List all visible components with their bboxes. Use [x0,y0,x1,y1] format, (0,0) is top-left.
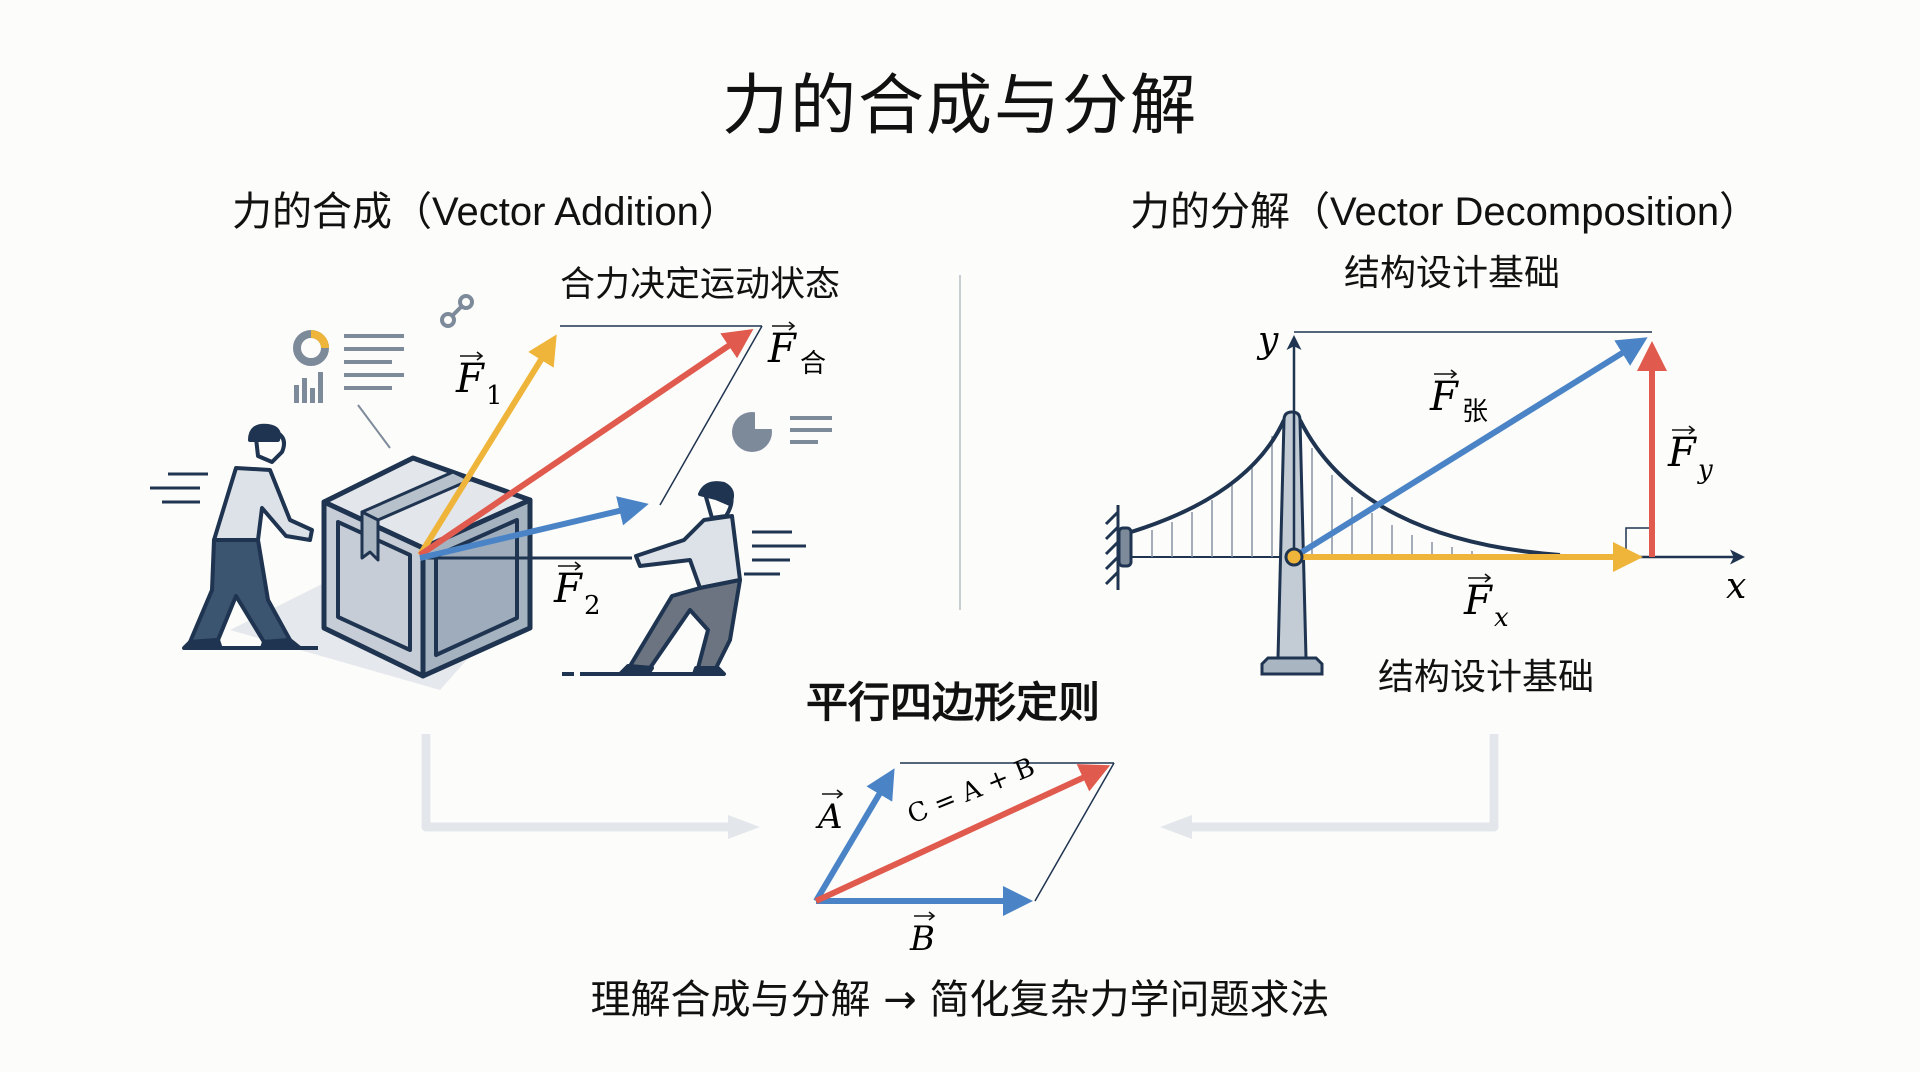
right-panel-subtitle-bottom: 结构设计基础 [1378,657,1595,698]
flow-arrow-left [421,734,760,839]
person-pulling [618,481,742,676]
vector-addition-illustration [150,294,832,690]
label-f2: F 2 [553,566,601,621]
right-panel-subtitle-top: 结构设计基础 [1344,253,1561,294]
svg-text:F: F [455,356,485,402]
y-axis-label: y [1256,320,1279,361]
svg-text:张: 张 [1462,397,1488,427]
center-panel-heading: 平行四边形定则 [806,678,1101,727]
right-angle-marker [1625,527,1652,557]
svg-text:F: F [767,326,797,372]
vector-decomposition-illustration [1104,331,1745,676]
force-f2-arrow [419,496,649,561]
flow-arrow-right [1160,734,1499,839]
svg-text:F: F [1667,430,1697,476]
svg-text:x: x [1494,603,1509,633]
report-chart-icon [293,330,404,449]
label-f-tension: F 张 [1429,374,1488,427]
vector-overbars [460,321,1696,921]
label-vector-a: A [815,797,843,837]
link-icon [440,294,474,328]
motion-lines-right [744,530,806,576]
label-vector-b: B [909,919,935,959]
svg-text:y: y [1697,455,1713,485]
label-fx: F x [1463,578,1509,633]
svg-text:合: 合 [800,349,826,379]
left-panel-heading: 力的合成（Vector Addition） [232,190,739,234]
label-f1: F 1 [455,356,503,411]
left-panel-subtitle: 合力决定运动状态 [560,265,841,305]
bottom-summary: 理解合成与分解 → 简化复杂力学问题求法 [590,977,1330,1023]
x-axis-label: x [1726,566,1746,607]
main-cable-right [1298,419,1561,557]
svg-text:1: 1 [486,381,503,411]
svg-text:2: 2 [584,591,601,621]
wall-anchor [1104,505,1133,590]
tension-force-arrow [1292,337,1648,560]
page-title: 力的合成与分解 [722,67,1198,144]
bridge-hangers [1151,436,1473,557]
joint-node [1284,547,1304,567]
svg-text:F: F [1463,578,1493,624]
right-panel-heading: 力的分解（Vector Decomposition） [1130,190,1760,234]
label-fy: F y [1667,430,1713,485]
vector-c-arrow [814,764,1111,904]
box [321,455,533,679]
pie-chart-icon [732,412,832,452]
svg-text:F: F [1429,374,1459,420]
label-f-resultant: F 合 [767,326,826,379]
parallelogram-rule-diagram [813,762,1115,916]
force-f1-arrow [417,334,557,557]
resultant-force-arrow [418,328,754,558]
person-pushing [182,423,314,650]
motion-lines-left [150,472,208,504]
label-equation: C = A + B [903,752,1039,830]
svg-text:F: F [553,566,583,612]
vector-a-arrow [813,768,895,903]
main-cable-left [1130,419,1286,534]
